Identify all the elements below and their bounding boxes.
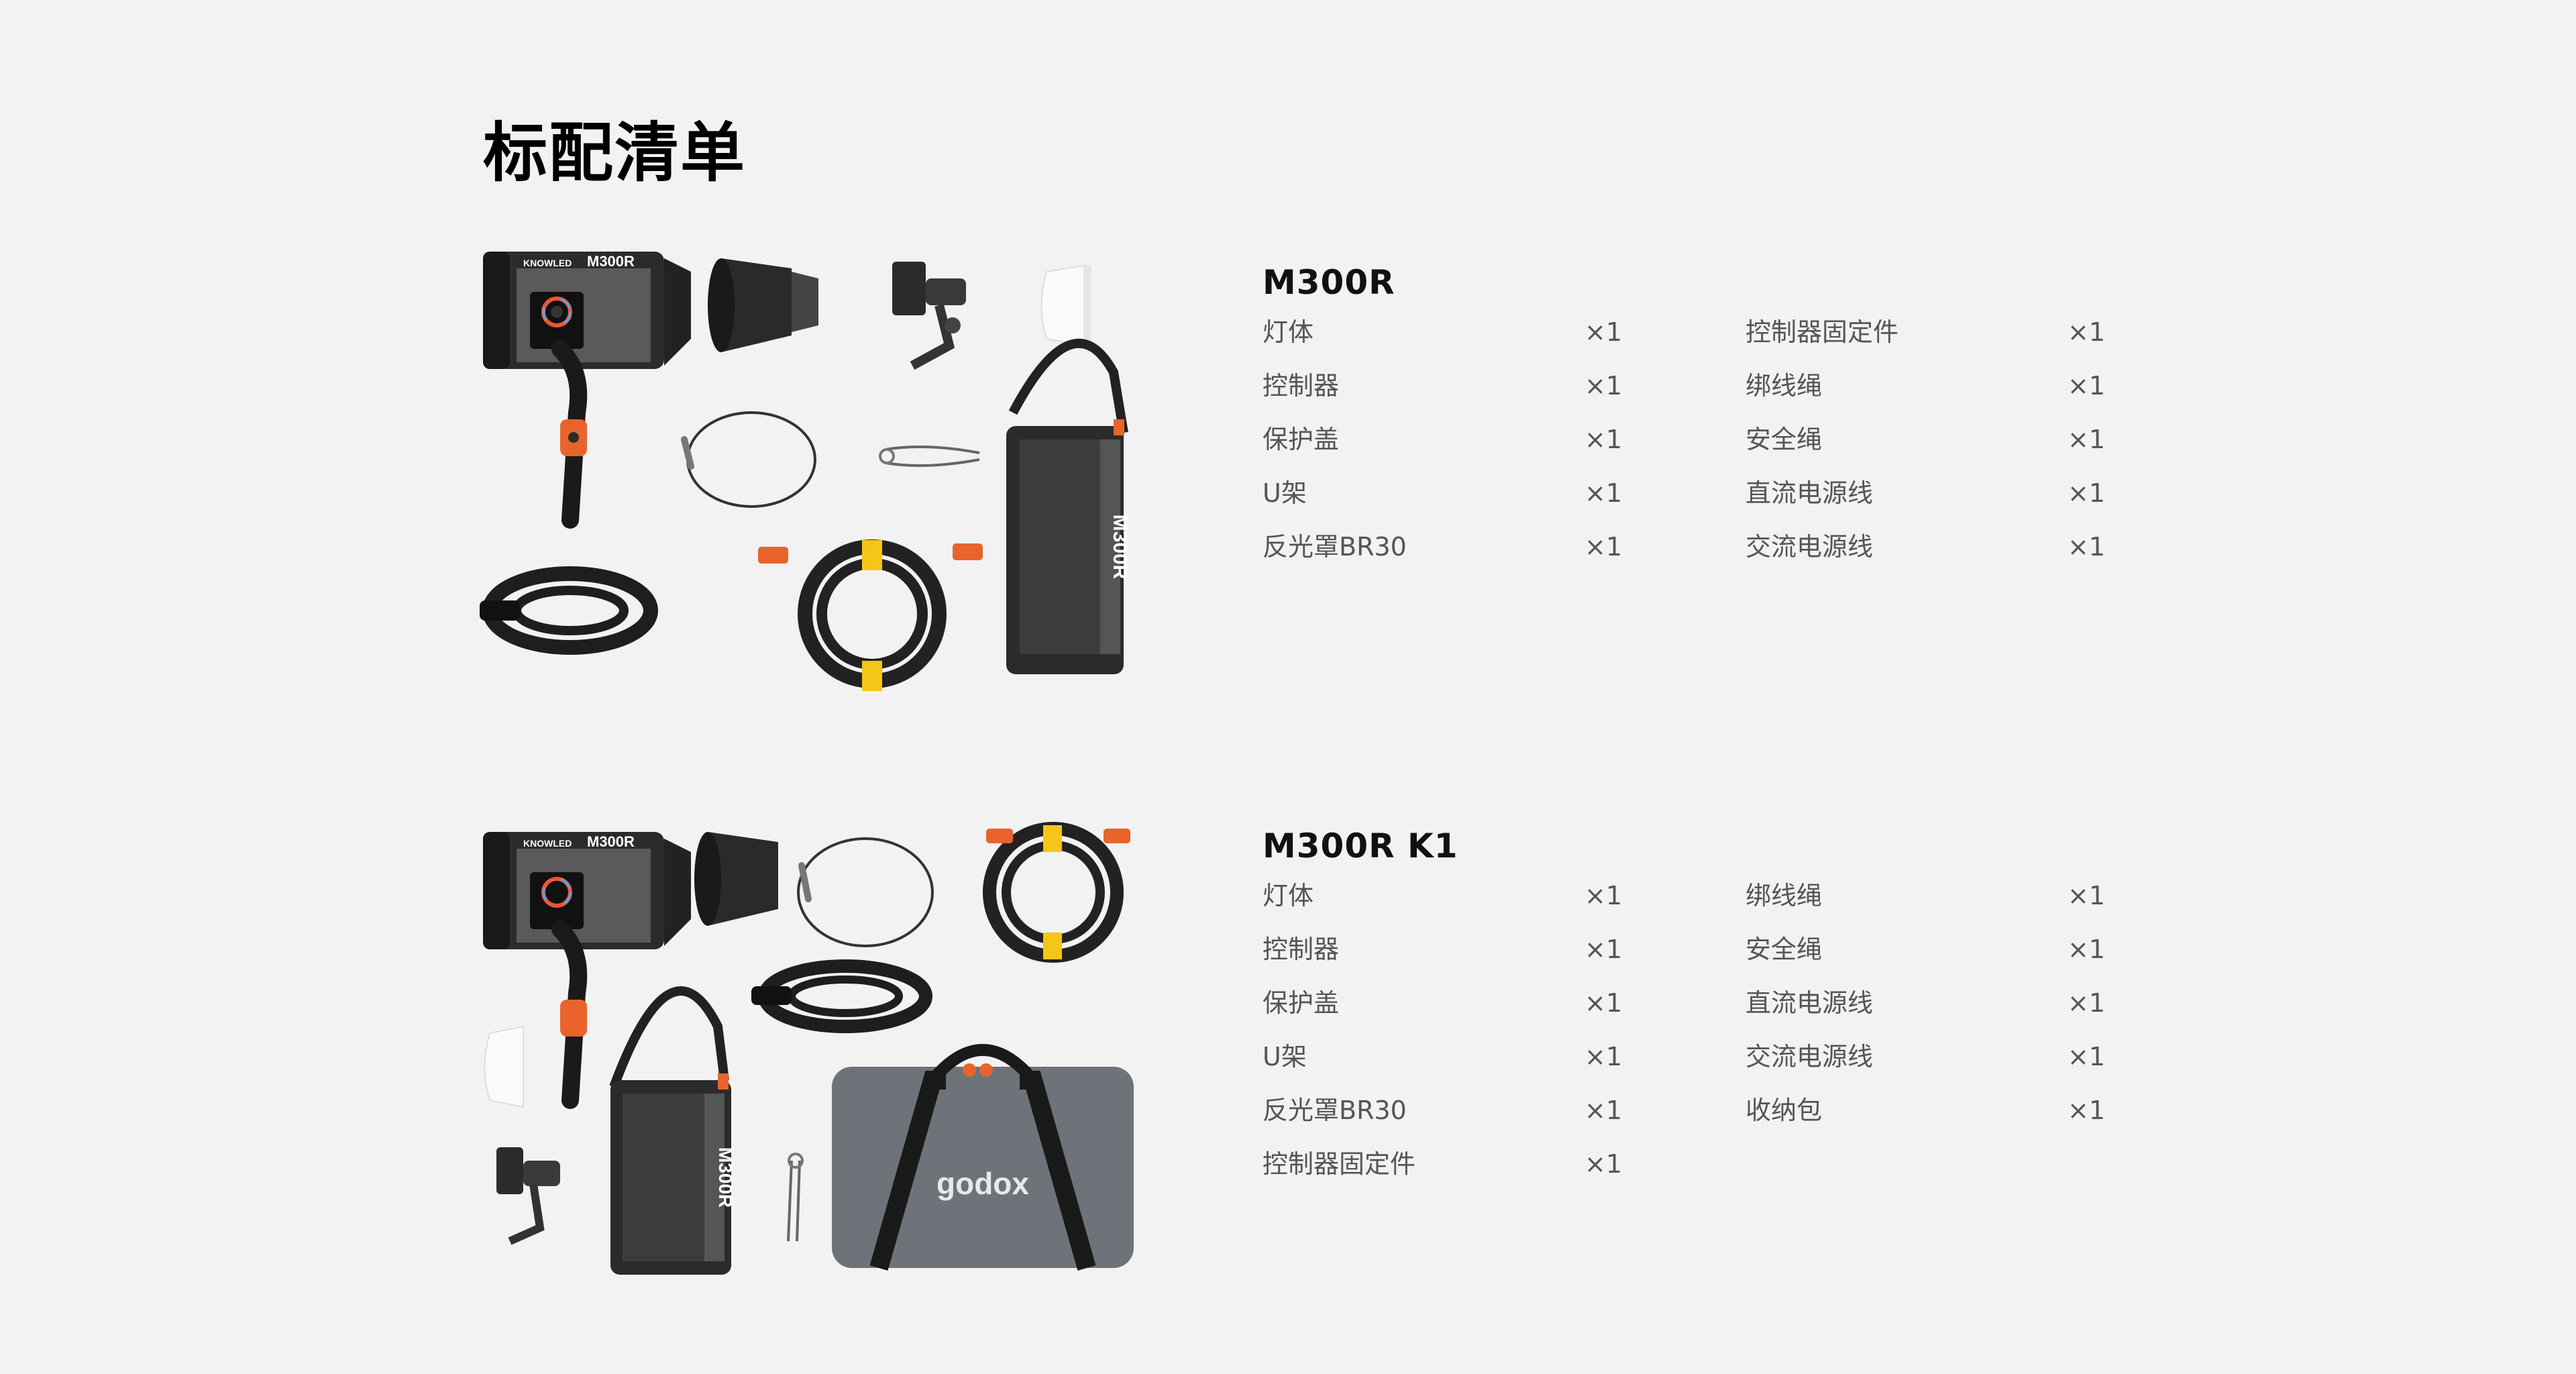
item-name: 控制器 [1263, 371, 1340, 401]
item-name: 控制器固定件 [1746, 317, 1899, 347]
tie-rope-icon [879, 445, 980, 467]
item-name: U架 [1263, 1042, 1307, 1071]
item-name: 收纳包 [1746, 1096, 1823, 1125]
item-name: 控制器固定件 [1263, 1149, 1416, 1179]
item-qty: ×1 [1585, 371, 1623, 401]
item-name: 绑线绳 [1746, 881, 1823, 910]
item-qty: ×1 [1585, 478, 1623, 508]
item-qty: ×1 [2068, 1096, 2106, 1125]
item-qty: ×1 [1585, 881, 1623, 910]
kit-m300r-title: M300R [1263, 263, 1395, 302]
controller-icon: M300R [609, 986, 736, 1275]
dc-power-cable-icon [758, 539, 983, 691]
svg-text:KNOWLED: KNOWLED [523, 258, 572, 268]
svg-text:M300R: M300R [587, 833, 635, 850]
item-qty: ×1 [1585, 935, 1623, 964]
item-qty: ×1 [1585, 532, 1623, 562]
item-qty: ×1 [1585, 317, 1623, 347]
tie-rope-icon [787, 1153, 804, 1242]
item-name: 直流电源线 [1746, 478, 1874, 508]
item-qty: ×1 [1585, 988, 1623, 1018]
item-qty: ×1 [2068, 935, 2106, 964]
item-name: 保护盖 [1263, 425, 1340, 454]
item-name: 交流电源线 [1746, 1042, 1874, 1071]
item-qty: ×1 [2068, 1042, 2106, 1071]
item-qty: ×1 [2068, 371, 2106, 401]
item-name: 反光罩BR30 [1263, 532, 1407, 562]
svg-text:M300R: M300R [715, 1147, 736, 1208]
page-title: 标配清单 [483, 115, 746, 191]
item-qty: ×1 [2068, 317, 2106, 347]
reflector-icon [694, 832, 778, 926]
controller-icon: M300R [1006, 338, 1131, 674]
item-qty: ×1 [2068, 425, 2106, 454]
kit-m300r-k1-illustration: KNOWLED M300R [483, 822, 1134, 1275]
dc-power-cable-icon [983, 822, 1130, 963]
item-qty: ×1 [2068, 532, 2106, 562]
controller-holder-icon [496, 1147, 560, 1245]
item-name: U架 [1263, 478, 1307, 508]
kit-m300r-image: KNOWLED M300R [470, 238, 1140, 701]
reflector-icon [708, 258, 818, 352]
item-qty: ×1 [2068, 881, 2106, 910]
item-qty: ×1 [1585, 425, 1623, 454]
item-name: 交流电源线 [1746, 532, 1874, 562]
item-qty: ×1 [2068, 988, 2106, 1018]
svg-text:godox: godox [936, 1166, 1029, 1201]
ac-power-cable-icon [751, 959, 932, 1033]
protective-cover-icon [1040, 264, 1091, 347]
light-body-icon: KNOWLED M300R [483, 252, 691, 529]
protective-cover-icon [484, 1025, 524, 1108]
svg-text:M300R: M300R [1109, 515, 1131, 580]
carry-bag-icon: godox [832, 1044, 1134, 1271]
item-name: 安全绳 [1746, 425, 1823, 454]
ac-power-cable-icon [480, 566, 658, 655]
item-qty: ×1 [1585, 1096, 1623, 1125]
svg-text:KNOWLED: KNOWLED [523, 838, 572, 849]
item-name: 直流电源线 [1746, 988, 1874, 1018]
item-name: 控制器 [1263, 935, 1340, 964]
item-qty: ×1 [2068, 478, 2106, 508]
kit-m300r-k1-title: M300R K1 [1263, 827, 1458, 865]
item-name: 安全绳 [1746, 935, 1823, 964]
item-name: 灯体 [1263, 881, 1314, 910]
item-name: 保护盖 [1263, 988, 1340, 1018]
item-name: 绑线绳 [1746, 371, 1823, 401]
item-qty: ×1 [1585, 1149, 1623, 1179]
kit-m300r-k1-image: KNOWLED M300R [470, 798, 1140, 1275]
item-qty: ×1 [1585, 1042, 1623, 1071]
item-name: 反光罩BR30 [1263, 1096, 1407, 1125]
safety-rope-icon [797, 837, 934, 947]
item-name: 灯体 [1263, 317, 1314, 347]
controller-holder-icon [892, 262, 966, 370]
safety-rope-icon [681, 411, 816, 508]
kit-m300r-illustration: KNOWLED M300R [480, 252, 1131, 691]
svg-text:M300R: M300R [587, 253, 635, 270]
light-body-icon: KNOWLED M300R [483, 832, 691, 1109]
